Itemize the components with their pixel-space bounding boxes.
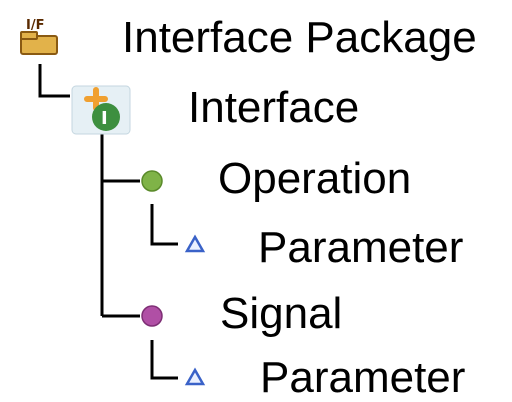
package-icon-text: I/F: [26, 18, 44, 33]
signal-parameter-label[interactable]: Parameter: [260, 353, 466, 402]
operation-icon: [141, 170, 163, 192]
operation-label[interactable]: Operation: [218, 154, 412, 203]
signal-label[interactable]: Signal: [220, 289, 343, 338]
signal-parameter-icon: [184, 367, 206, 386]
connector-operation-parameter: [150, 204, 178, 246]
operation-parameter-label[interactable]: Parameter: [258, 223, 464, 272]
connector-signal-parameter: [150, 340, 178, 380]
interface-label[interactable]: Interface: [188, 83, 360, 132]
interface-icon-text: I: [101, 108, 108, 129]
operation-parameter-icon: [184, 234, 206, 253]
interface-package-label[interactable]: Interface Package: [122, 13, 477, 62]
connector-package-interface: [38, 64, 70, 98]
interface-icon: I: [71, 85, 131, 135]
signal-icon: [141, 305, 163, 327]
interface-package-icon: I/F: [20, 18, 58, 55]
